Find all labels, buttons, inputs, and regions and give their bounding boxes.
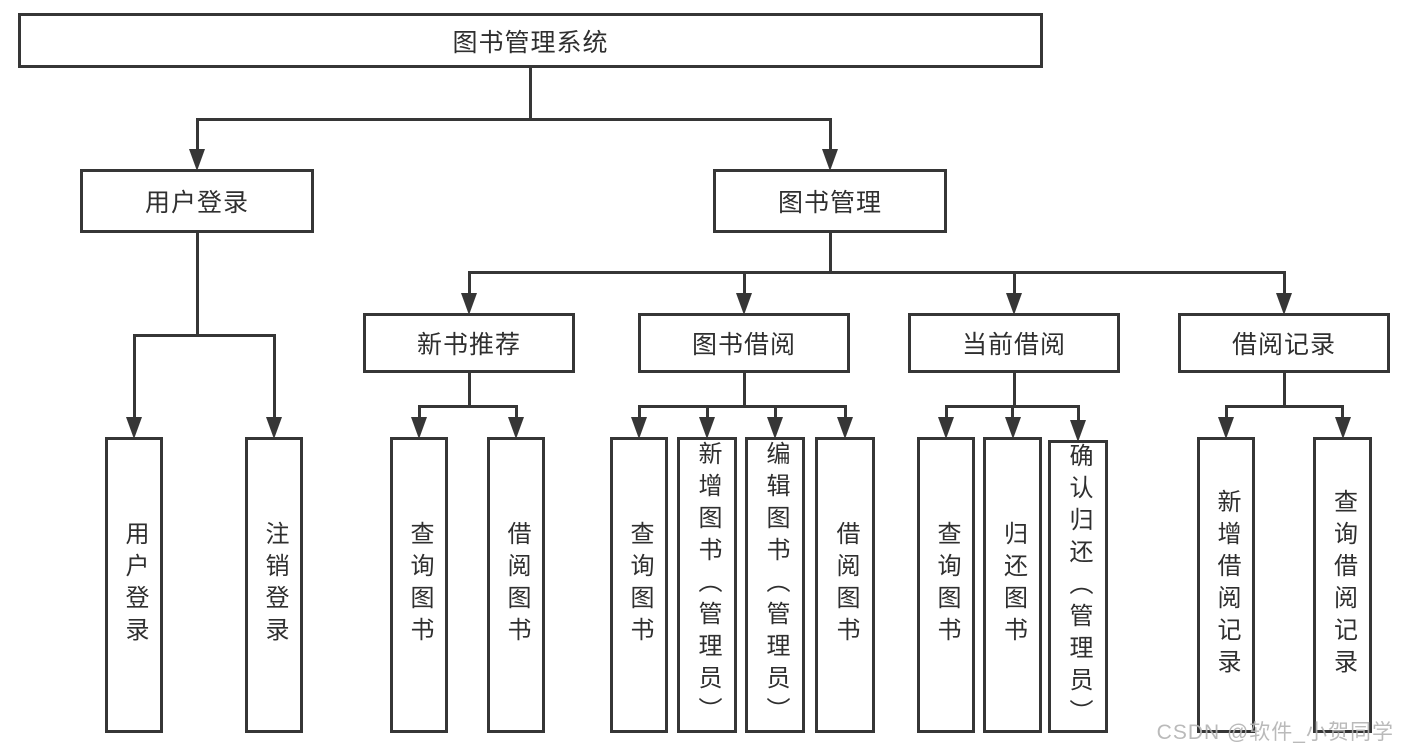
arrowhead-down-icon: [837, 417, 853, 439]
connector-shaft: [272, 335, 276, 419]
node-label: 查询图书: [406, 521, 433, 649]
node-leaf-query-books-2: 查询图书: [610, 437, 668, 733]
connector-shaft: [773, 406, 777, 419]
connector-shaft: [1282, 272, 1286, 295]
node-current-borrowing: 当前借阅: [908, 313, 1120, 373]
node-user-login: 用户登录: [80, 169, 314, 233]
arrowhead-down-icon: [126, 417, 142, 439]
node-label: 用户登录: [144, 189, 249, 217]
arrowhead-down-icon: [1070, 420, 1086, 442]
connector-bar: [417, 404, 518, 408]
node-label: 借阅图书: [503, 521, 530, 649]
connector-bar: [1224, 404, 1344, 408]
arrowhead-down-icon: [631, 417, 647, 439]
arrowhead-down-icon: [1218, 417, 1234, 439]
node-label: 新书推荐: [416, 331, 521, 359]
connector-shaft: [514, 406, 518, 419]
node-leaf-query-books-1: 查询图书: [390, 437, 448, 733]
connector-shaft: [1011, 406, 1014, 419]
node-leaf-query-books-3: 查询图书: [917, 437, 975, 733]
arrowhead-down-icon: [189, 149, 205, 171]
node-label: 图书借阅: [691, 331, 796, 359]
node-label: 归还图书: [999, 521, 1027, 649]
node-label: 查询图书: [933, 521, 960, 649]
arrowhead-down-icon: [1004, 417, 1021, 439]
node-leaf-logout: 注销登录: [245, 437, 303, 733]
node-label: 当前借阅: [961, 331, 1066, 359]
node-label: 新增图书（管理员）: [694, 441, 721, 729]
arrowhead-down-icon: [266, 417, 282, 439]
connector-shaft: [828, 119, 832, 151]
connector-shaft: [637, 406, 641, 419]
node-label: 图书管理系统: [452, 28, 609, 57]
connector-bar: [132, 333, 276, 337]
connector-shaft: [132, 335, 136, 419]
node-leaf-borrow-books-1: 借阅图书: [487, 437, 545, 733]
arrowhead-down-icon: [1276, 293, 1292, 315]
connector-bar: [467, 270, 1286, 274]
connector-shaft: [843, 406, 847, 419]
arrowhead-down-icon: [822, 149, 838, 171]
node-label: 借阅图书: [832, 521, 859, 649]
connector-bar: [195, 117, 832, 121]
connector-shaft: [467, 272, 471, 295]
connector-shaft: [195, 119, 199, 151]
node-label: 注销登录: [261, 521, 288, 649]
node-leaf-borrow-books-2: 借阅图书: [815, 437, 875, 733]
node-label: 新增借阅记录: [1213, 489, 1240, 681]
node-label: 查询借阅记录: [1329, 489, 1357, 681]
node-leaf-add-borrow-record: 新增借阅记录: [1197, 437, 1255, 733]
watermark: CSDN @软件_小贺同学: [1156, 721, 1394, 744]
connector-stem: [742, 373, 746, 408]
node-leaf-return-books: 归还图书: [983, 437, 1042, 733]
node-leaf-user-login: 用户登录: [105, 437, 163, 733]
node-book-management: 图书管理: [713, 169, 947, 233]
node-book-borrowing: 图书借阅: [638, 313, 850, 373]
connector-shaft: [1076, 406, 1080, 422]
node-label: 图书管理: [777, 189, 882, 217]
connector-shaft: [705, 406, 709, 419]
node-label: 确认归还（管理员）: [1065, 443, 1092, 731]
connector-bar: [637, 404, 847, 408]
arrowhead-down-icon: [1334, 417, 1351, 439]
arrowhead-down-icon: [767, 417, 783, 439]
node-borrowing-records: 借阅记录: [1178, 313, 1390, 373]
connector-stem: [195, 233, 199, 337]
node-leaf-query-borrow-record: 查询借阅记录: [1313, 437, 1372, 733]
connector-shaft: [1012, 272, 1016, 295]
connector-shaft: [1224, 406, 1228, 419]
node-label: 用户登录: [121, 521, 148, 649]
connector-stem: [1282, 373, 1286, 408]
node-label: 查询图书: [626, 521, 653, 649]
connector-shaft: [417, 406, 421, 419]
connector-stem: [529, 68, 532, 121]
connector-shaft: [1341, 406, 1344, 419]
arrowhead-down-icon: [461, 293, 477, 315]
node-label: 编辑图书（管理员）: [762, 441, 789, 729]
node-leaf-add-books-admin: 新增图书（管理员）: [677, 437, 737, 733]
arrowhead-down-icon: [508, 417, 524, 439]
connector-stem: [828, 233, 832, 274]
connector-shaft: [742, 272, 746, 295]
connector-shaft: [944, 406, 948, 419]
node-leaf-edit-books-admin: 编辑图书（管理员）: [745, 437, 805, 733]
arrowhead-down-icon: [938, 417, 954, 439]
arrowhead-down-icon: [1006, 293, 1022, 315]
arrowhead-down-icon: [699, 417, 715, 439]
node-label: 借阅记录: [1231, 331, 1336, 359]
connector-stem: [1012, 373, 1016, 408]
node-leaf-confirm-return-admin: 确认归还（管理员）: [1048, 440, 1108, 733]
node-new-book-recommend: 新书推荐: [363, 313, 575, 373]
node-system-root: 图书管理系统: [18, 13, 1043, 68]
arrowhead-down-icon: [736, 293, 752, 315]
connector-stem: [467, 373, 471, 408]
arrowhead-down-icon: [411, 417, 427, 439]
